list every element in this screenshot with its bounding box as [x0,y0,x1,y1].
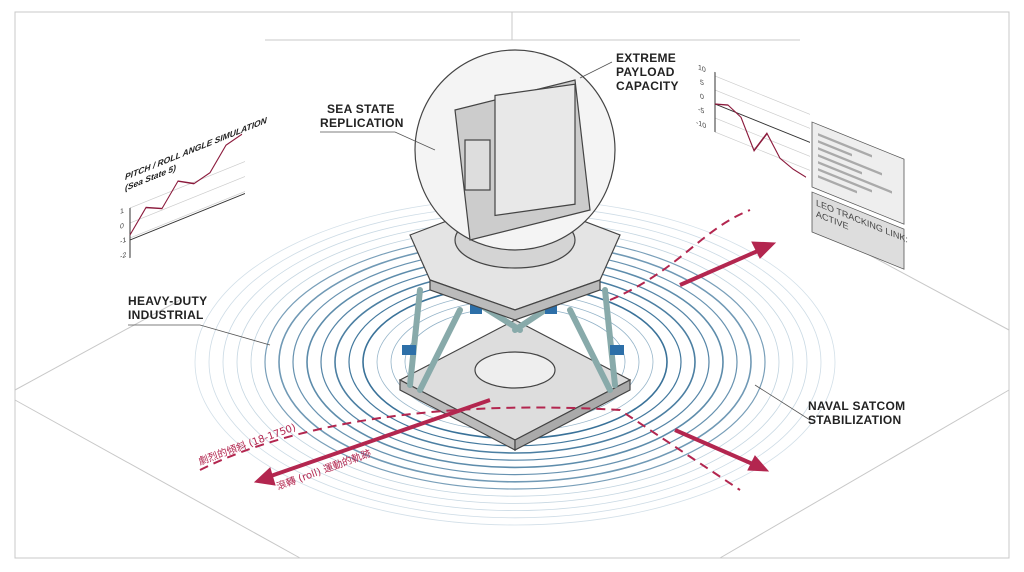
chart-title: PITCH / ROLL ANGLE SIMULATION [125,115,267,182]
y-tick: -5 [698,104,704,115]
y-tick: 0 [700,91,704,101]
y-tick: 1 [120,206,124,216]
y-tick: -1 [120,235,126,246]
y-tick: 10 [698,62,706,74]
y-tick: -10 [696,118,706,131]
hexapod-platform [398,49,632,451]
tilt-annotation: 劇烈的傾斜 (18-1750) [197,420,298,467]
motion-arrows [199,209,777,491]
status-panel: LEO TRACKING LINK:ACTIVE [811,121,908,270]
pitch-roll-chart: PITCH / ROLL ANGLE SIMULATION (Sea State… [120,115,267,261]
tracking-line [714,103,807,178]
room-frame [14,11,1010,559]
y-tick: 0 [120,221,124,231]
pitch-line [129,133,243,236]
y-tick: 5 [700,77,704,87]
callout-lines [128,61,811,421]
tracking-chart: 10 5 0 -5 -10 [696,62,810,178]
y-tick: -2 [120,250,126,261]
